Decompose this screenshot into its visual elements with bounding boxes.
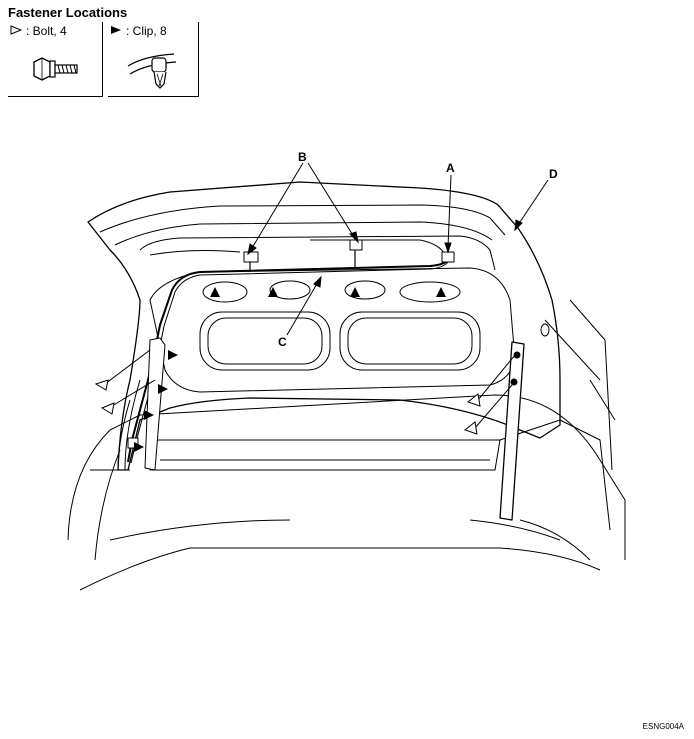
clip-marker — [158, 384, 168, 394]
clip-marker — [134, 442, 144, 452]
clip-marker — [436, 287, 446, 297]
harness-connector-left — [243, 251, 259, 263]
callout-d: D — [549, 167, 558, 181]
lid-opening-left — [199, 311, 331, 371]
callout-a: A — [446, 161, 455, 175]
clip-marker — [210, 287, 220, 297]
clip-marker — [144, 410, 154, 420]
legend-bolt: : Bolt, 4 — [8, 22, 103, 97]
bolt-marker — [463, 421, 478, 435]
wire-harness — [127, 257, 451, 463]
trunk-lid-outer — [87, 181, 561, 471]
legend-clip-label: : Clip, 8 — [126, 24, 167, 38]
bolt-icon — [33, 57, 78, 81]
clip-marker — [168, 350, 178, 360]
clip-marker — [350, 287, 360, 297]
outline-triangle-icon — [10, 25, 22, 35]
callout-b: B — [298, 150, 307, 164]
bolt-marker — [466, 393, 481, 407]
harness-connector-middle — [349, 239, 363, 251]
bolt-markers — [94, 349, 516, 435]
clip-icon — [127, 53, 177, 89]
car-body — [67, 394, 626, 560]
legend-bolt-label: : Bolt, 4 — [26, 24, 67, 38]
bolt-marker — [94, 379, 109, 391]
left-hinge — [144, 337, 166, 471]
figure-code: ESNG004A — [642, 722, 684, 731]
trunk-floor-edge — [79, 547, 601, 591]
callout-c: C — [278, 335, 287, 349]
figure-title: Fastener Locations — [8, 5, 128, 20]
clip-markers — [134, 287, 446, 452]
bolt-marker — [100, 402, 115, 415]
lid-opening-right — [339, 311, 481, 371]
clip-marker — [268, 287, 278, 297]
filled-triangle-icon — [111, 26, 121, 34]
right-hinge — [499, 341, 525, 521]
lid-inner-panel — [149, 267, 516, 393]
legend-clip: : Clip, 8 — [108, 22, 199, 97]
